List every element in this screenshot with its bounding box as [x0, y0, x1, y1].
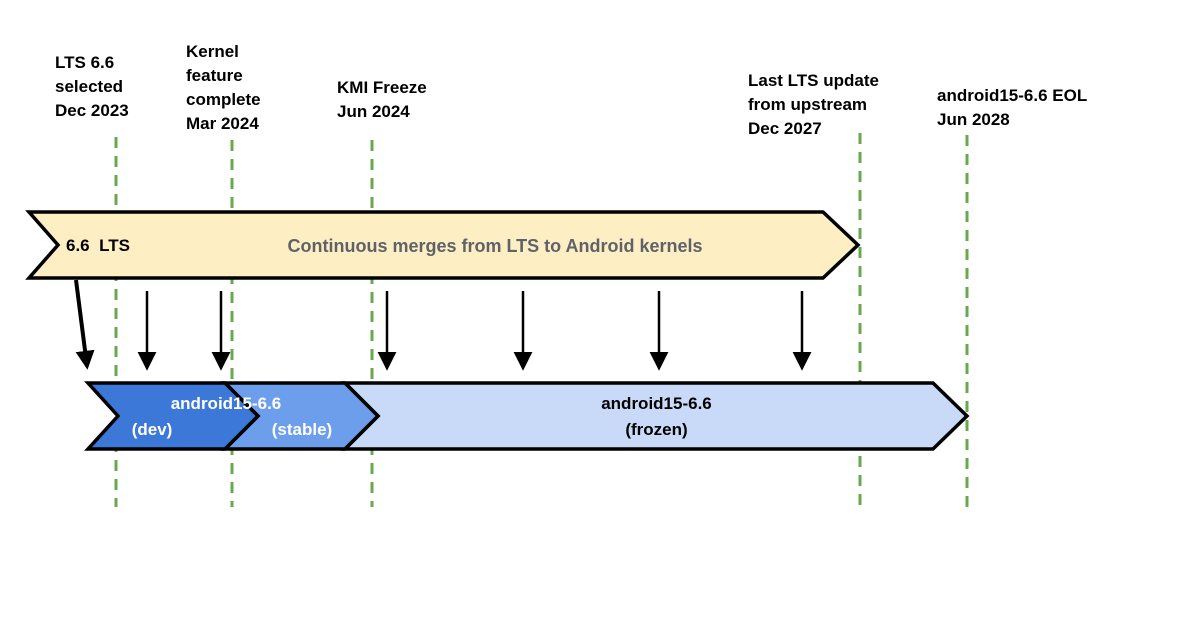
- milestone-label-feature-complete: Kernel feature complete Mar 2024: [186, 42, 261, 133]
- lts-banner-version-label: 6.6 LTS: [66, 236, 130, 255]
- milestone-label-kmi-freeze: KMI Freeze Jun 2024: [337, 78, 427, 121]
- dev-chevron-shape: [84, 381, 261, 451]
- lts-banner-shape: [25, 210, 861, 280]
- lts-banner-description: Continuous merges from LTS to Android ke…: [287, 236, 703, 256]
- merge-arrow-initial-icon: [74, 279, 95, 370]
- milestone-label-last-lts-update: Last LTS update from upstream Dec 2027: [748, 71, 879, 138]
- dev-branch-label: (dev): [131, 420, 173, 439]
- stable-branch-label: (stable): [271, 420, 333, 439]
- milestone-label-eol: android15-6.6 EOL Jun 2028: [937, 86, 1088, 129]
- milestone-label-lts-selected: LTS 6.6 selected Dec 2023: [55, 53, 129, 120]
- frozen-branch-title: android15-6.6: [601, 394, 712, 413]
- dev-stable-branch-title: android15-6.6: [170, 394, 282, 413]
- frozen-branch-label: (frozen): [625, 420, 688, 439]
